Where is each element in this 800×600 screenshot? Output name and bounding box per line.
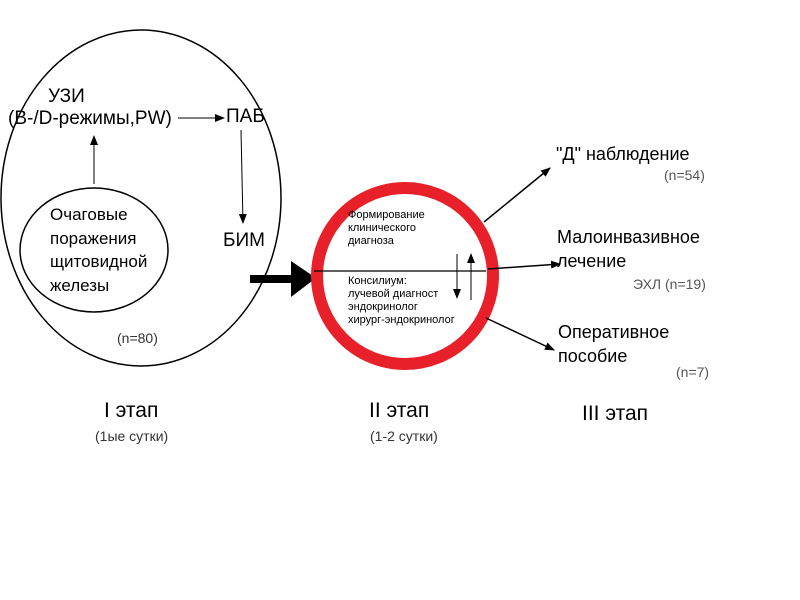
outcome-line: Оперативное [558,322,670,342]
outcome-observation-count: (n=54) [664,167,705,183]
lower-line: лучевой диагност [348,288,439,300]
focal-line: железы [50,275,110,295]
arrow-to-observation [483,167,551,223]
outcome-line: Малоинвазивное [557,227,700,247]
arrow-to-surgery [485,317,555,351]
outcome-minimally-invasive: Малоинвазивное лечение [557,225,700,273]
upper-line: клинического [348,222,417,234]
lower-line: эндокринолог [348,301,418,313]
focal-lesions-text: Очаговые поражения щитовидной железы [50,203,147,297]
bim-label: БИМ [223,230,265,251]
transition-arrow [250,261,316,297]
upper-line: диагноза [348,235,394,247]
focal-line: Очаговые [50,205,128,224]
stage1-count: (n=80) [117,330,158,346]
arrow-pab-to-bim [238,129,247,224]
outcome-surgery-count: (n=7) [676,364,710,380]
focal-lesions-ellipse [19,187,169,313]
lower-line: Консилиум: [348,275,407,287]
outcome-observation: "Д" наблюдение [556,144,690,164]
focal-line: щитовидной [50,252,148,271]
outcome-line: пособие [558,346,628,366]
outcome-surgery: Оперативное пособие [558,320,669,368]
focal-line: поражения [50,228,137,248]
lower-line: хирург-эндокринолог [348,314,455,326]
stage1-label: I этап [104,399,159,422]
outcome-minimally-invasive-count: ЭХЛ (n=19) [633,276,706,292]
outcome-line: лечение [557,251,627,271]
stage2-upper-text: Формирование клинического диагноза [348,209,425,248]
arrow-to-minimally-invasive [487,260,561,270]
uzi-title: УЗИ [48,86,85,107]
upper-line: Формирование [348,209,425,221]
stage2-duration: (1-2 сутки) [370,428,438,444]
stage1-duration: (1ые сутки) [95,428,169,444]
stage2-lower-text: Консилиум: лучевой диагност эндокринолог… [348,275,455,327]
uzi-modes: (B-/D-режимы,PW) [8,108,172,129]
stage1-outer-ellipse [0,29,282,367]
pab-label: ПАБ [226,106,265,127]
stage2-circle [311,182,499,370]
stage3-label: III этап [582,402,649,425]
stage2-label: II этап [369,399,430,422]
